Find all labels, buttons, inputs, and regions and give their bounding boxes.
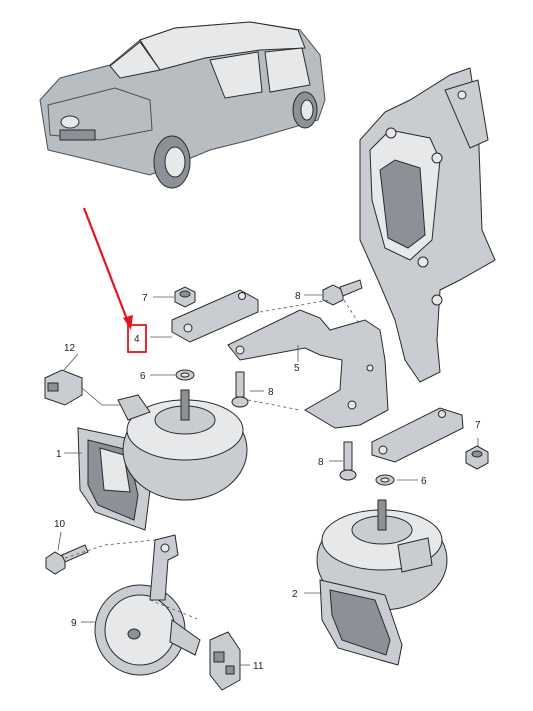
callout-11: 11 [253,661,264,672]
horn-2 [316,499,448,666]
callout-10: 10 [54,519,66,530]
leader-lines [57,294,479,666]
bolt-10 [45,544,89,575]
callout-4: 4 [134,334,140,345]
bracket-plate-4-lower [371,407,464,463]
bolt-8-lower [339,441,357,481]
callout-9: 9 [71,618,77,629]
callout-12: 12 [64,343,76,354]
horn-9 [94,534,201,676]
nut-7-upper [174,286,196,308]
callout-5: 5 [294,363,300,374]
callout-6-lower: 6 [421,476,427,487]
car-illustration [39,21,326,189]
callout-labels: 1 2 4 5 6 6 7 7 8 8 8 9 10 11 12 [54,291,481,672]
washer-6-upper [175,369,195,381]
bolt-8-middle [231,371,249,408]
washer-6-lower [375,474,395,486]
connector-11 [209,631,241,691]
mounting-bracket-5 [227,309,389,429]
callout-7-upper: 7 [142,293,148,304]
callout-7-lower: 7 [475,420,481,431]
bracket-plate-4 [171,289,259,343]
highlight-box-4 [127,324,147,353]
body-mounting-bracket [359,67,496,383]
callout-8-top: 8 [295,291,301,302]
bolt-8-top [322,279,363,306]
connector-12 [44,369,120,406]
callout-1: 1 [56,449,62,460]
nut-7-lower [465,445,489,470]
callout-6-upper: 6 [140,371,146,382]
callout-8-lower: 8 [318,457,324,468]
horn-1 [77,389,248,531]
red-pointer-arrow-icon [82,207,133,330]
callout-8-middle: 8 [268,387,274,398]
callout-2: 2 [292,589,298,600]
